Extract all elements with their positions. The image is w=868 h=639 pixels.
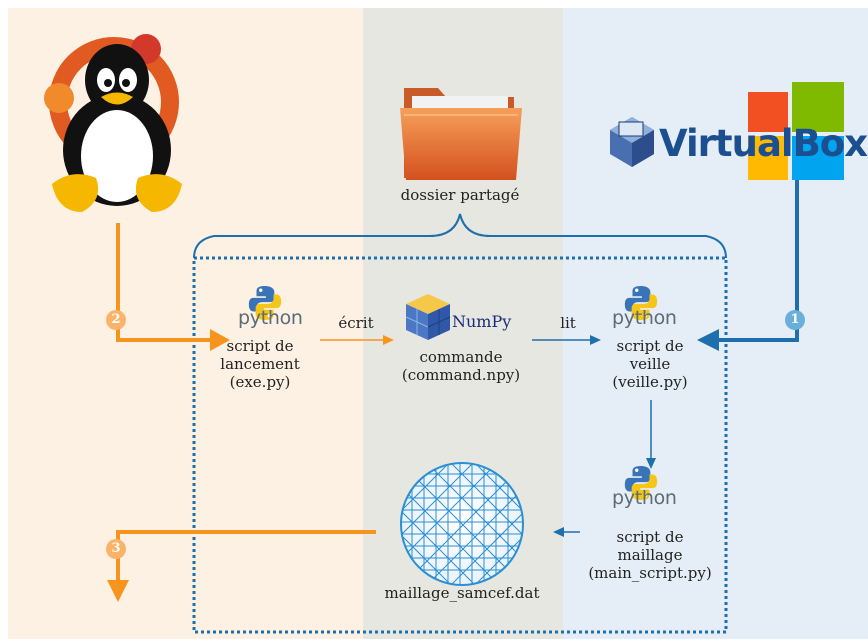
- numpy-icon: [405, 294, 451, 340]
- ubuntu-tux-icon: [44, 34, 182, 212]
- numpy-wordmark: NumPy: [452, 312, 512, 331]
- windows-to-watch-arrow: [717, 180, 799, 342]
- step-badge-1: 1: [785, 310, 805, 330]
- command-file-label: commande (command.npy): [401, 348, 521, 384]
- launch-script-label: script de lancement (exe.py): [220, 337, 300, 391]
- step-badge-3: 3: [106, 539, 126, 559]
- folder-icon: [400, 88, 522, 180]
- python-wordmark: python: [612, 487, 677, 509]
- reads-label: lit: [560, 314, 576, 332]
- meshing-script-label: script de maillage (main_script.py): [588, 528, 712, 582]
- mesh-output-arrow: [116, 530, 376, 582]
- virtualbox-wordmark: VirtualBox: [659, 122, 868, 165]
- linux-to-launch-arrow: [116, 223, 212, 342]
- shared-dotted-box: [192, 256, 728, 634]
- python-wordmark: python: [238, 307, 303, 329]
- step-badge-2: 2: [106, 310, 126, 330]
- mesh-file-label: maillage_samcef.dat: [384, 584, 540, 602]
- writes-label: écrit: [338, 314, 374, 332]
- watch-script-label: script de veille (veille.py): [612, 337, 688, 391]
- mesh-disk-icon: [400, 462, 524, 586]
- virtualbox-windows-icon: [610, 82, 844, 180]
- python-wordmark: python: [612, 307, 677, 329]
- shared-folder-label: dossier partagé: [400, 186, 520, 204]
- shared-folder-brace: [193, 213, 727, 259]
